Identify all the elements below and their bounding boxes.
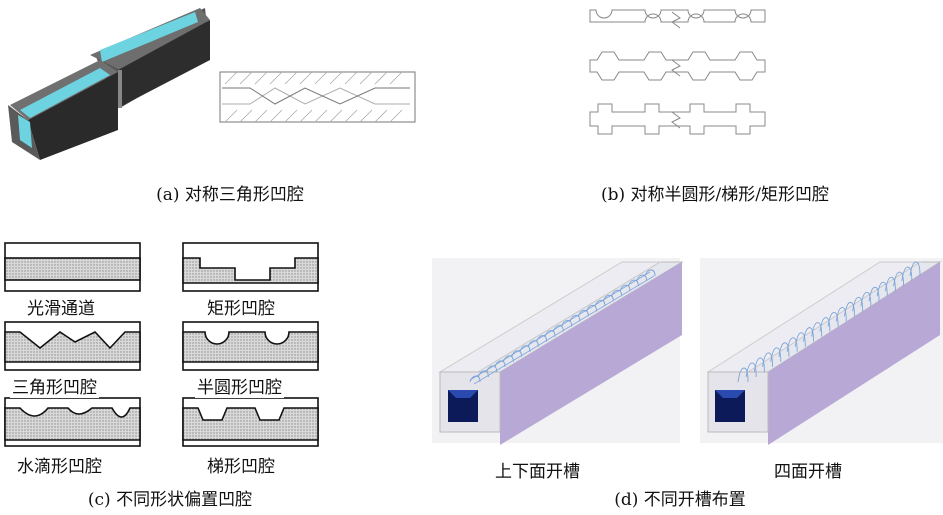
label-waterdrop-cavity: 水滴形凹腔	[15, 452, 104, 477]
label-rect-cavity: 矩形凹腔	[205, 294, 277, 319]
groove-line	[519, 345, 531, 352]
groove-line	[627, 279, 639, 287]
label-smooth-channel: 光滑通道	[25, 294, 97, 319]
groove-line	[844, 301, 855, 317]
triangle-cavity-section	[219, 71, 416, 123]
groove-line	[469, 375, 481, 383]
groove-line	[786, 337, 798, 352]
groove-line	[884, 276, 896, 292]
label-triangle-cavity: 三角形凹腔	[10, 373, 99, 398]
groove-line	[486, 365, 498, 373]
panel-a-caption: (a) 对称三角形凹腔	[156, 185, 304, 205]
groove-line	[745, 362, 757, 378]
groove-line	[644, 269, 656, 277]
groove-line	[502, 355, 514, 362]
groove-line	[602, 294, 614, 302]
groove-line	[611, 289, 623, 297]
label-top-bottom-grooves: 上下面开槽	[495, 462, 580, 482]
label-trapezoid-cavity: 梯形凹腔	[205, 452, 277, 477]
groove-line	[909, 261, 921, 277]
groove-line	[636, 274, 648, 282]
groove-line	[819, 317, 831, 332]
groove-line	[827, 312, 839, 327]
panel-d-caption: (d) 不同开槽布置	[614, 490, 746, 510]
groove-line	[893, 271, 905, 287]
groove-line	[552, 325, 564, 332]
groove-line	[527, 340, 539, 347]
groove-line	[561, 320, 573, 327]
groove-line	[737, 367, 749, 383]
groove-line	[569, 314, 581, 322]
groove-line	[477, 370, 489, 378]
groove-line	[770, 347, 782, 362]
groove-line	[868, 286, 880, 302]
groove-line	[778, 342, 790, 357]
panel-c-caption: (c) 不同形状偏置凹腔	[87, 490, 253, 510]
groove-line	[811, 322, 823, 337]
groove-line	[901, 266, 913, 282]
groove-line	[860, 291, 872, 307]
groove-line	[762, 352, 774, 367]
panel-b-caption: (b) 对称半圆形/梯形/矩形凹腔	[600, 185, 829, 205]
groove-line	[835, 306, 847, 322]
groove-line	[544, 330, 556, 337]
groove-line	[577, 309, 589, 317]
groove-line	[794, 332, 806, 347]
groove-line	[494, 360, 506, 368]
groove-line	[876, 281, 888, 297]
groove-line	[852, 296, 864, 312]
label-four-side-grooves: 四面开槽	[774, 462, 842, 482]
label-semicircle-cavity: 半圆形凹腔	[195, 373, 284, 398]
groove-line	[803, 327, 814, 342]
groove-line	[586, 304, 598, 312]
groove-line	[619, 284, 631, 292]
groove-line	[753, 357, 765, 372]
groove-line	[536, 335, 548, 342]
groove-line	[594, 299, 606, 307]
groove-line	[511, 350, 523, 357]
